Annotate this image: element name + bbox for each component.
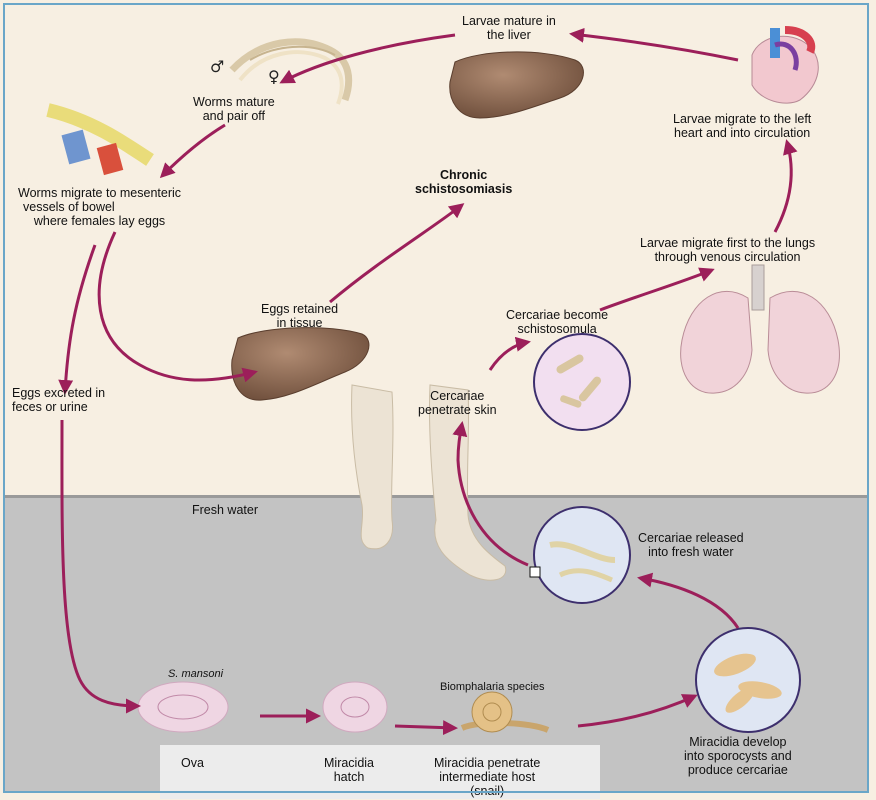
diagram-frame <box>3 3 869 793</box>
